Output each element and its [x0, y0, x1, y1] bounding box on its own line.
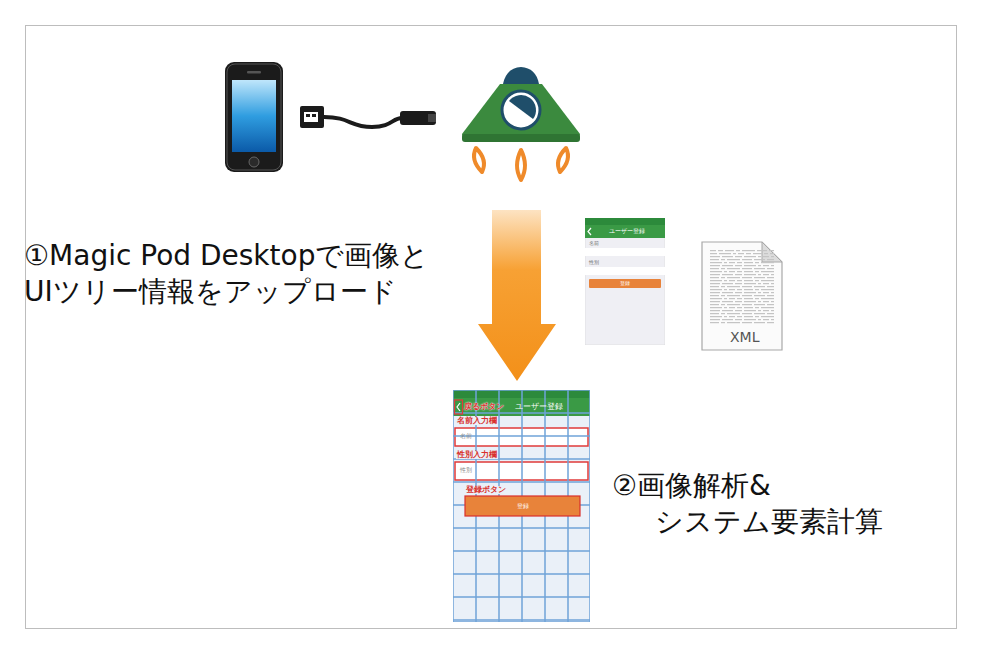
field-caption: 性別 [589, 260, 599, 265]
app-screenshot: ユーザー登録名前性別登録 [585, 218, 665, 345]
field-caption: 名前 [589, 241, 599, 246]
button-text: 登録 [517, 503, 529, 509]
xml-file-icon: XML [700, 240, 784, 352]
step-caption: ①Magic Pod Desktopで画像と UIツリー情報をアップロード [24, 238, 504, 310]
element-name: 戻るボタン [464, 403, 504, 411]
element-name: 登録ボタン [465, 486, 507, 494]
field-caption: 名前 [460, 433, 472, 439]
smartphone-icon [225, 62, 283, 172]
usb-cable-icon [300, 106, 436, 128]
element-name: 名前入力欄 [456, 417, 498, 425]
flow-arrow [478, 210, 556, 381]
step-caption: ②画像解析& システム要素計算 [612, 468, 952, 540]
screen-title: ユーザー登録 [609, 228, 645, 234]
magicpod-logo [462, 67, 580, 180]
element-name: 性別入力欄 [456, 451, 498, 459]
field-caption: 性別 [460, 467, 472, 473]
file-type: XML [730, 330, 759, 344]
screen-title: ユーザー登録 [515, 403, 563, 411]
button-text: 登録 [620, 281, 630, 286]
annotated-screenshot: 戻るボタン ユーザー登録名前入力欄名前性別入力欄性別登録ボタン登録 [453, 390, 590, 622]
